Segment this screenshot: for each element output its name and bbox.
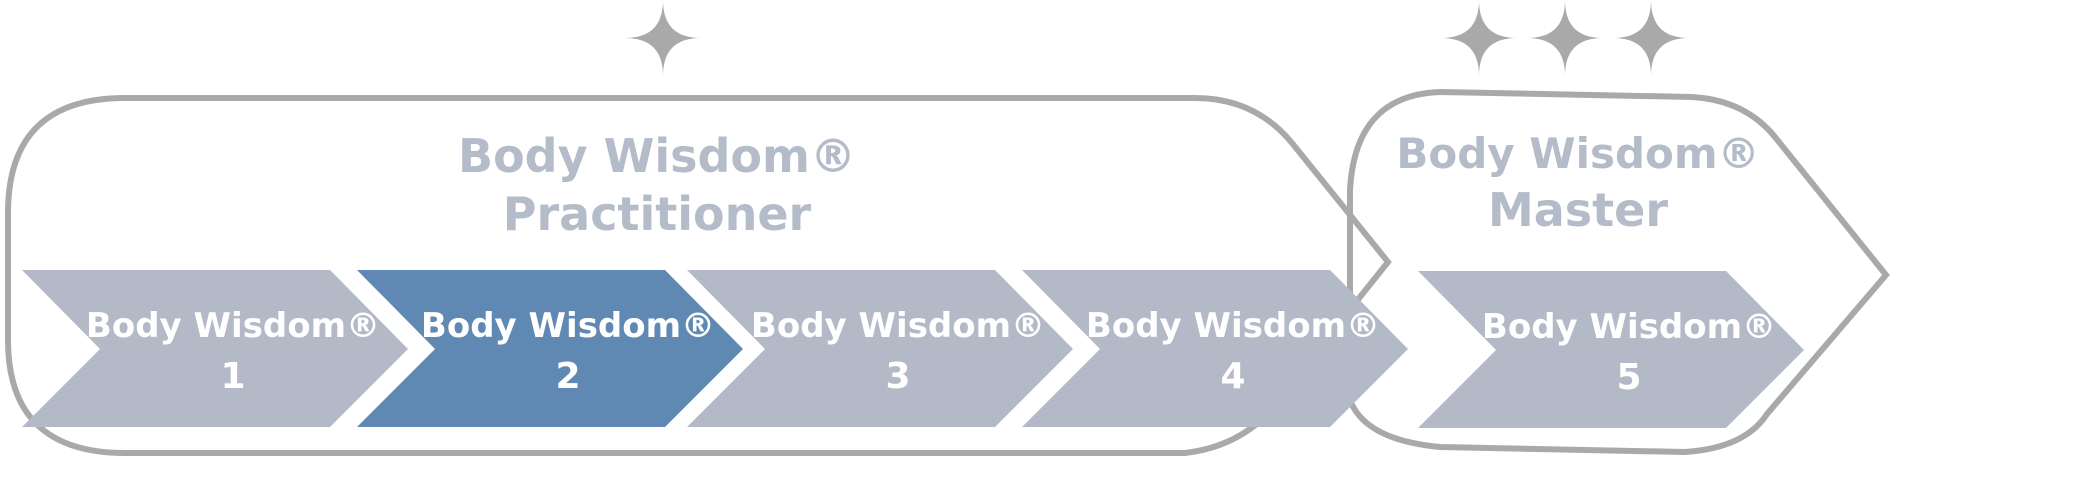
step-4-number: 4 [1220, 356, 1245, 397]
step-2-number: 2 [555, 356, 580, 397]
step-2-label: Body Wisdom® [421, 306, 715, 346]
step-chevron-3 [687, 270, 1073, 427]
star-icon [625, 0, 701, 76]
step-chevron-4 [1022, 270, 1408, 427]
step-1-label: Body Wisdom® [86, 306, 380, 346]
step-3-label: Body Wisdom® [751, 306, 1045, 346]
master-title-line2: Master [1488, 183, 1668, 237]
step-5-label: Body Wisdom® [1482, 307, 1776, 347]
star-icon [1527, 0, 1603, 76]
star-icon [1613, 0, 1689, 76]
step-3-number: 3 [885, 356, 910, 397]
practitioner-group-outline [5, 95, 1392, 456]
step-chevron-1 [22, 270, 408, 427]
step-chevrons [22, 270, 1804, 428]
step-1-number: 1 [220, 356, 245, 397]
step-5-number: 5 [1616, 357, 1641, 398]
step-chevron-5 [1418, 271, 1804, 428]
step-chevron-2 [357, 270, 743, 427]
master-title-line1: Body Wisdom® [1396, 129, 1759, 178]
master-stars [1441, 0, 1689, 76]
practitioner-title-line2: Practitioner [503, 187, 812, 241]
practitioner-stars [625, 0, 701, 76]
master-group-outline [1347, 88, 1890, 456]
step-labels: Body Wisdom® 1 Body Wisdom® 2 Body Wisdo… [86, 306, 1776, 398]
star-icon [1441, 0, 1517, 76]
step-4-label: Body Wisdom® [1086, 306, 1380, 346]
practitioner-title-line1: Body Wisdom® [458, 129, 856, 183]
